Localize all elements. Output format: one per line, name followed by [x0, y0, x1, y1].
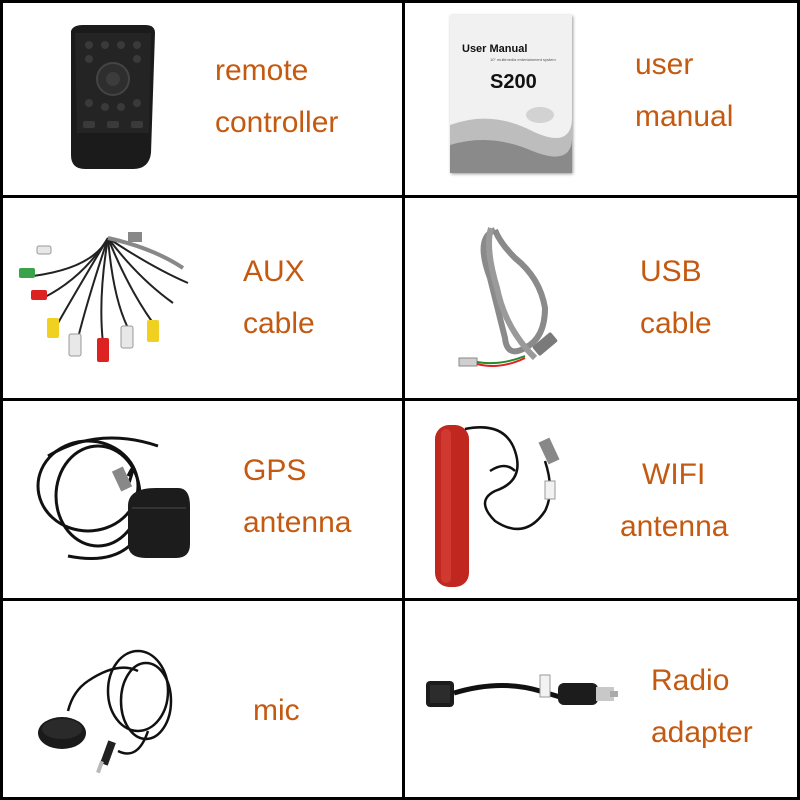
radio-adapter-image	[426, 674, 618, 707]
mic-label: mic	[253, 685, 300, 737]
aux-cable-label: AUX cable	[243, 246, 315, 350]
remote-controller-image	[71, 25, 155, 169]
user-manual-label-line2: manual	[635, 100, 734, 133]
user-manual-subtitle: 10" multimedia entertainment system	[490, 57, 556, 62]
usb-cable-label: USB cable	[640, 246, 712, 350]
grid-border-left	[0, 0, 3, 800]
grid-border-bottom	[0, 797, 800, 800]
grid-border-right	[797, 0, 800, 800]
mic-label-line1: mic	[253, 694, 300, 727]
item-wifi-antenna: WIFI antenna	[405, 401, 797, 598]
mic-image	[38, 649, 173, 774]
radio-adapter-label: Radio adapter	[651, 655, 753, 759]
item-user-manual: User Manual 10" multimedia entertainment…	[405, 3, 797, 195]
grid-divider-vertical	[402, 0, 405, 800]
aux-cable-label-line2: cable	[243, 307, 315, 340]
usb-cable-label-line2: cable	[640, 307, 712, 340]
item-aux-cable: AUX cable	[3, 198, 402, 398]
radio-adapter-label-line1: Radio	[651, 664, 730, 697]
user-manual-label-line1: user	[635, 48, 694, 81]
item-radio-adapter: Radio adapter	[405, 601, 797, 797]
item-usb-cable: USB cable	[405, 198, 797, 398]
aux-cable-image	[19, 232, 189, 362]
usb-cable-label-line1: USB	[640, 255, 702, 288]
grid-divider-2	[0, 398, 800, 401]
remote-controller-label-line1: remote	[215, 54, 309, 87]
wifi-antenna-image	[435, 425, 560, 587]
wifi-antenna-label-line2: antenna	[620, 510, 729, 543]
grid-divider-1	[0, 195, 800, 198]
wifi-antenna-label-line1: WIFI	[642, 458, 706, 491]
gps-antenna-label-line2: antenna	[243, 506, 352, 539]
item-mic: mic	[3, 601, 402, 797]
aux-cable-label-line1: AUX	[243, 255, 305, 288]
remote-controller-label: remote controller	[215, 45, 338, 149]
radio-adapter-label-line2: adapter	[651, 716, 753, 749]
user-manual-label: user manual	[635, 39, 733, 143]
user-manual-image: User Manual 10" multimedia entertainment…	[450, 15, 572, 173]
user-manual-title: User Manual	[462, 43, 528, 55]
gps-antenna-image	[36, 436, 190, 560]
remote-controller-label-line2: controller	[215, 106, 339, 139]
grid-divider-3	[0, 598, 800, 601]
user-manual-model: S200	[490, 71, 537, 93]
usb-cable-image	[458, 227, 558, 367]
grid-border-top	[0, 0, 800, 3]
wifi-antenna-label: WIFI antenna	[620, 449, 728, 553]
gps-antenna-label-line1: GPS	[243, 454, 307, 487]
gps-antenna-label: GPS antenna	[243, 445, 351, 549]
item-gps-antenna: GPS antenna	[3, 401, 402, 598]
item-remote-controller: remote controller	[3, 3, 402, 195]
